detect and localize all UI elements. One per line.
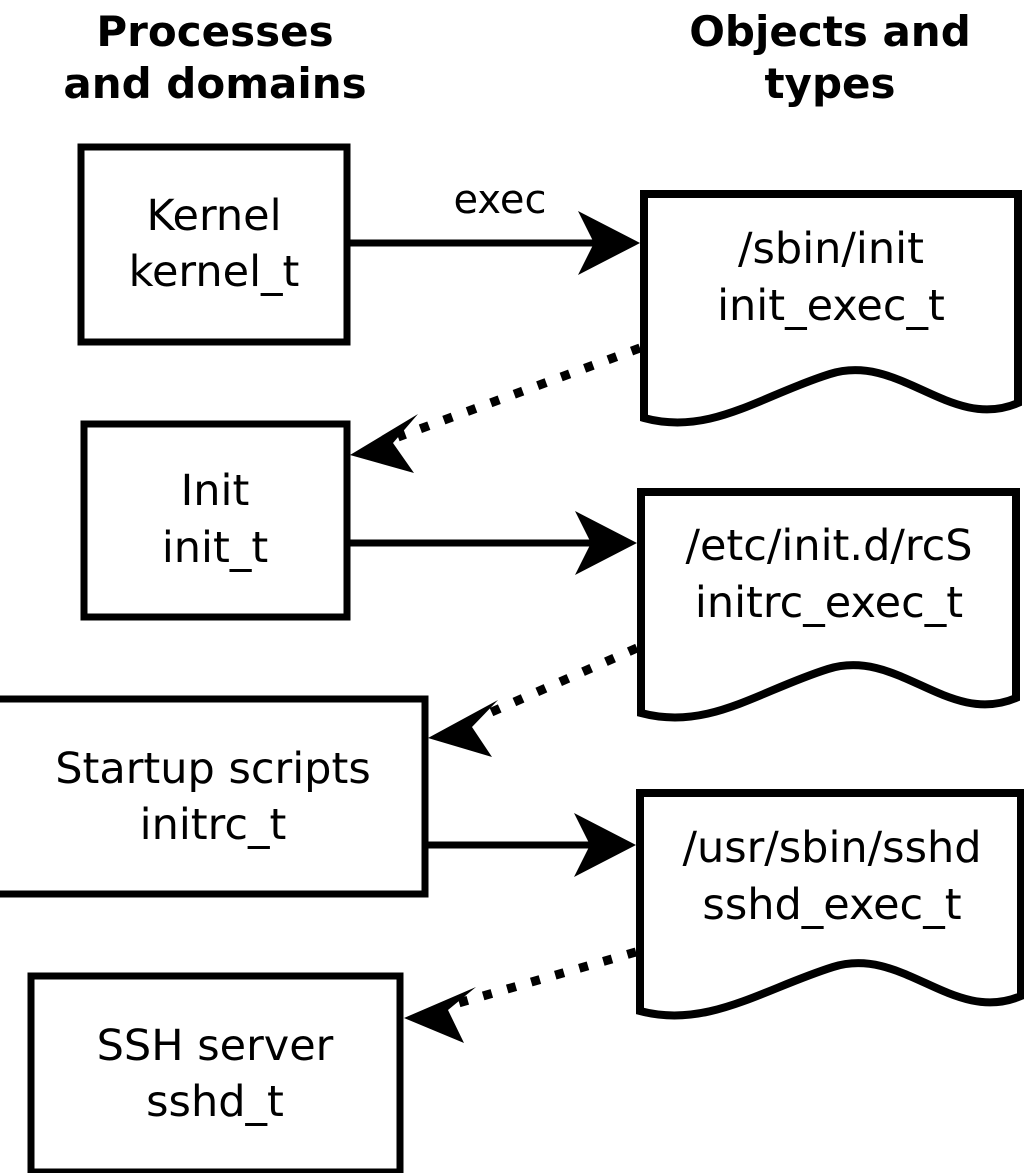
arrowhead-initrc-transition: [428, 700, 498, 757]
edge-init-exec-initrc-exec: [350, 511, 637, 575]
right-column-header-line2: types: [764, 59, 895, 108]
edge-line-sshd-transition: [453, 947, 638, 1009]
process-node-initrc[interactable]: Startup scripts initrc_t: [0, 695, 429, 898]
process-node-init-box: [80, 420, 351, 621]
left-column-header-line1: Processes: [96, 7, 333, 56]
edge-initrc-exec-transition-initrc: [428, 643, 639, 757]
object-node-initrc-exec-path: /etc/init.d/rcS: [685, 521, 972, 571]
right-column-header: Objects and types: [689, 7, 971, 108]
object-node-init-exec-document: [640, 190, 1022, 427]
object-node-init-exec-type: init_exec_t: [717, 281, 945, 331]
object-node-sshd-exec-document: [636, 789, 1024, 1020]
edge-label-exec: exec: [454, 177, 547, 223]
object-node-initrc-exec-type: initrc_exec_t: [695, 578, 963, 628]
process-node-kernel-box: [77, 143, 351, 346]
right-column-header-line1: Objects and: [689, 7, 971, 56]
process-node-initrc-name: Startup scripts: [55, 744, 371, 794]
edge-line-init-transition: [396, 343, 642, 442]
left-column-header: Processes and domains: [63, 7, 366, 108]
process-node-kernel-type: kernel_t: [129, 247, 300, 297]
process-node-sshd-box: [27, 972, 404, 1173]
process-node-initrc-type: initrc_t: [140, 800, 287, 850]
object-node-init-exec[interactable]: /sbin/init init_exec_t: [640, 190, 1022, 427]
process-node-initrc-box: [0, 695, 429, 898]
process-node-sshd-type: sshd_t: [146, 1077, 284, 1127]
object-node-sshd-exec-type: sshd_exec_t: [702, 880, 961, 930]
arrowhead-exec: [578, 211, 640, 275]
object-node-sshd-exec[interactable]: /usr/sbin/sshd sshd_exec_t: [636, 789, 1024, 1020]
edge-line-initrc-transition: [476, 643, 639, 723]
edge-init-exec-transition-init: [350, 343, 642, 473]
process-node-sshd-name: SSH server: [97, 1021, 334, 1071]
arrowhead-initrc-to-sshd: [574, 813, 636, 877]
arrowhead-init-transition: [350, 414, 418, 473]
object-node-sshd-exec-path: /usr/sbin/sshd: [682, 823, 981, 873]
edge-kernel-exec-init-exec: exec: [350, 177, 640, 275]
process-node-init[interactable]: Init init_t: [80, 420, 351, 621]
left-column-header-line2: and domains: [63, 59, 366, 108]
process-node-kernel[interactable]: Kernel kernel_t: [77, 143, 351, 346]
arrowhead-init-to-rcs: [575, 511, 637, 575]
arrowhead-sshd-transition: [404, 987, 476, 1043]
object-node-init-exec-path: /sbin/init: [738, 224, 924, 274]
process-node-init-type: init_t: [162, 523, 268, 573]
edge-sshd-exec-transition-sshd: [404, 947, 638, 1043]
process-node-init-name: Init: [181, 466, 250, 516]
object-node-initrc-exec[interactable]: /etc/init.d/rcS initrc_exec_t: [637, 488, 1020, 722]
process-node-sshd[interactable]: SSH server sshd_t: [27, 972, 404, 1173]
edge-initrc-exec-sshd-exec: [428, 813, 636, 877]
process-node-kernel-name: Kernel: [146, 191, 281, 241]
object-node-initrc-exec-document: [637, 488, 1020, 722]
